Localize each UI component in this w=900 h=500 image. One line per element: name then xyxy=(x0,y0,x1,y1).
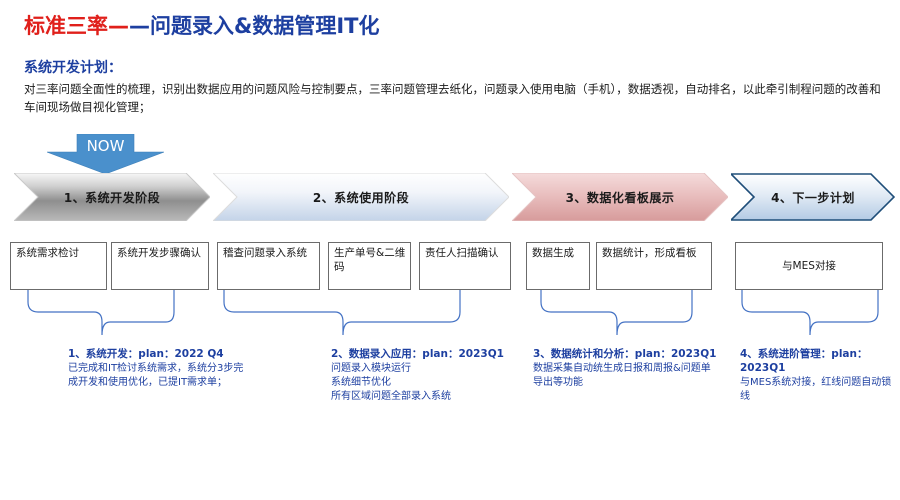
page-title-blue: —问题录入&数据管理IT化 xyxy=(129,14,380,38)
task-box-4[interactable]: 生产单号&二维码 xyxy=(328,242,411,290)
now-marker: NOW xyxy=(46,133,165,175)
task-box-label: 生产单号&二维码 xyxy=(334,247,406,273)
note-line: 已完成和IT检讨系统需求，系统分3步完 xyxy=(68,363,244,374)
task-box-label: 稽查问题录入系统 xyxy=(223,247,307,259)
note-line: 系统细节优化 xyxy=(331,377,391,388)
stage-chevron-3[interactable]: 3、数据化看板展示 xyxy=(512,173,728,221)
brace-connector-3 xyxy=(539,290,694,335)
task-box-label: 数据生成 xyxy=(532,247,574,259)
section-body-text: 对三率问题全面性的梳理，识别出数据应用的问题风险与控制要点，三率问题管理去纸化，… xyxy=(24,82,881,114)
task-box-6[interactable]: 数据生成 xyxy=(526,242,590,290)
task-box-3[interactable]: 稽查问题录入系统 xyxy=(217,242,320,290)
now-arrow-icon xyxy=(46,133,165,175)
task-box-label: 责任人扫描确认 xyxy=(425,247,499,259)
note-block-1: 1、系统开发：plan：2022 Q4 已完成和IT检讨系统需求，系统分3步完 … xyxy=(68,347,288,390)
task-box-label: 系统需求检讨 xyxy=(16,247,79,259)
stage-chevron-2[interactable]: 2、系统使用阶段 xyxy=(213,173,509,221)
stage-label-2: 2、系统使用阶段 xyxy=(312,190,410,205)
page-title: 标准三率——问题录入&数据管理IT化 xyxy=(24,10,379,40)
note-line: 所有区域问题全部录入系统 xyxy=(331,391,451,402)
task-box-1[interactable]: 系统需求检讨 xyxy=(10,242,107,290)
chevron-shape-4 xyxy=(731,173,895,221)
note-line: 数据采集自动统生成日报和周报&问题单 xyxy=(533,363,711,374)
page-title-red: 标准三率— xyxy=(24,14,129,38)
note-line: 与MES系统对接，红线问题自动锁 xyxy=(740,377,892,388)
task-box-label: 系统开发步骤确认 xyxy=(117,247,201,259)
stage-label-1: 1、系统开发阶段 xyxy=(63,190,161,205)
note-block-4: 4、系统进阶管理：plan：2023Q1 与MES系统对接，红线问题自动锁 线 xyxy=(740,347,900,404)
brace-connector-2 xyxy=(222,290,462,335)
task-box-label: 与MES对接 xyxy=(782,260,836,272)
task-box-7[interactable]: 数据统计，形成看板 xyxy=(596,242,712,290)
brace-connector-4 xyxy=(740,290,880,335)
chevron-shape-3 xyxy=(512,173,728,221)
task-box-2[interactable]: 系统开发步骤确认 xyxy=(111,242,209,290)
note-line: 问题录入模块运行 xyxy=(331,363,411,374)
note-heading: 3、数据统计和分析：plan：2023Q1 xyxy=(533,348,717,360)
now-label: NOW xyxy=(86,137,125,155)
stage-chevron-1[interactable]: 1、系统开发阶段 xyxy=(14,173,210,221)
task-box-5[interactable]: 责任人扫描确认 xyxy=(419,242,511,290)
section-subtitle: 系统开发计划： xyxy=(24,60,122,76)
note-line: 线 xyxy=(740,391,750,402)
note-block-2: 2、数据录入应用：plan：2023Q1 问题录入模块运行 系统细节优化 所有区… xyxy=(331,347,551,404)
task-box-8[interactable]: 与MES对接 xyxy=(735,242,883,290)
note-heading: 2、数据录入应用：plan：2023Q1 xyxy=(331,348,504,360)
note-block-3: 3、数据统计和分析：plan：2023Q1 数据采集自动统生成日报和周报&问题单… xyxy=(533,347,738,390)
brace-connector-1 xyxy=(26,290,176,335)
stage-label-4: 4、下一步计划 xyxy=(771,190,855,205)
note-heading: 4、系统进阶管理：plan：2023Q1 xyxy=(740,348,868,374)
stage-chevron-4[interactable]: 4、下一步计划 xyxy=(731,173,895,221)
chevron-shape-2 xyxy=(213,173,509,221)
task-box-label: 数据统计，形成看板 xyxy=(602,247,697,259)
note-line: 导出等功能 xyxy=(533,377,583,388)
stage-label-3: 3、数据化看板展示 xyxy=(565,190,675,205)
note-line: 成开发和使用优化，已提IT需求单； xyxy=(68,377,228,388)
note-heading: 1、系统开发：plan：2022 Q4 xyxy=(68,348,224,360)
chevron-shape-1 xyxy=(14,173,210,221)
